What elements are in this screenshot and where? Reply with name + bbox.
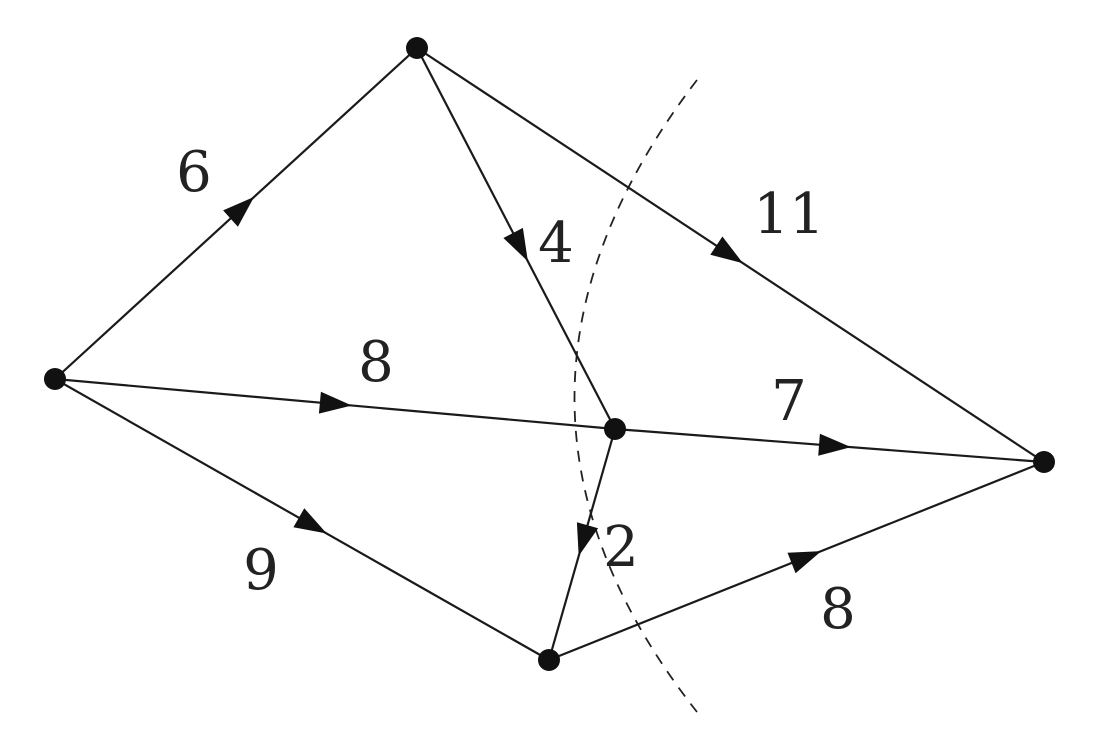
weight-label-top-right: 11 (753, 182, 824, 247)
weight-label-center-bottom: 2 (603, 515, 639, 580)
weight-label-center-right: 7 (771, 369, 807, 434)
arrowhead-top-right (710, 236, 743, 264)
arrowhead-left-top (223, 196, 255, 227)
node-left (44, 368, 66, 390)
node-bottom (538, 649, 560, 671)
arrowhead-center-bottom (576, 522, 599, 556)
arrowhead-bottom-right (787, 551, 822, 574)
weight-label-left-bottom: 9 (243, 538, 279, 603)
weight-label-bottom-right: 8 (820, 577, 856, 642)
arrowhead-top-center (503, 227, 528, 262)
weight-label-top-center: 4 (538, 211, 574, 276)
arrowhead-left-bottom (293, 508, 327, 534)
arrowhead-center-right (818, 433, 851, 456)
arrowhead-left-center (318, 391, 352, 414)
node-right (1033, 451, 1055, 473)
cut-curve (573, 79, 698, 713)
weight-label-left-top: 6 (176, 140, 212, 205)
weight-label-left-center: 8 (358, 330, 394, 395)
node-top (406, 37, 428, 59)
node-center (604, 418, 626, 440)
